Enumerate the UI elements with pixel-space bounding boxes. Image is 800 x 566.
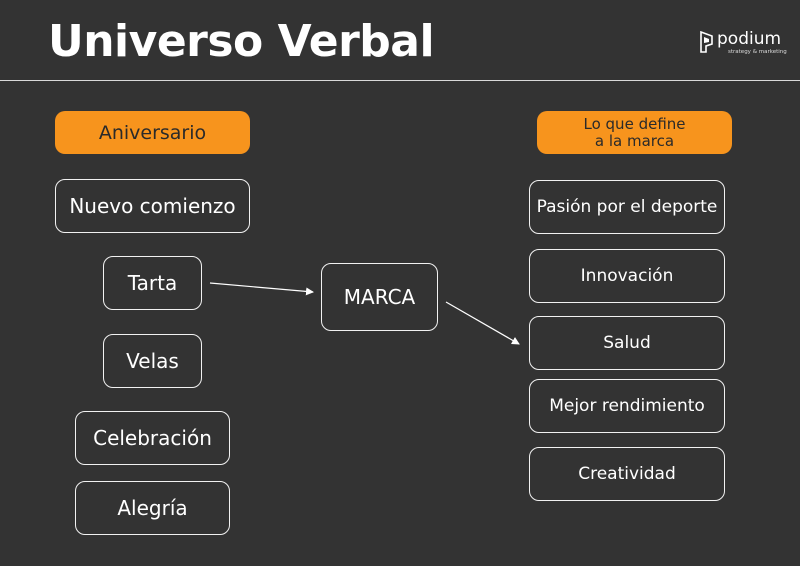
logo-tagline: strategy & marketing <box>728 49 787 55</box>
logo-name: podium <box>717 29 782 49</box>
brand-logo: podium strategy & marketing <box>700 29 787 60</box>
arrow-marca-to-values <box>445 301 520 345</box>
header-divider <box>0 80 800 81</box>
center-node-marca: MARCA <box>321 263 438 331</box>
arrow-tarta-to-marca <box>209 282 314 296</box>
right-heading-line1: Lo que define <box>583 114 686 133</box>
right-item-mejor-rendimiento: Mejor rendimiento <box>529 379 725 433</box>
left-item-velas: Velas <box>103 334 202 388</box>
left-heading-tag: Aniversario <box>55 111 250 154</box>
right-item-innovacion: Innovación <box>529 249 725 303</box>
left-item-nuevo-comienzo: Nuevo comienzo <box>55 179 250 233</box>
right-item-creatividad: Creatividad <box>529 447 725 501</box>
left-item-tarta: Tarta <box>103 256 202 310</box>
right-item-salud: Salud <box>529 316 725 370</box>
podium-logo-icon <box>700 31 713 53</box>
right-heading-tag: Lo que define a la marca <box>537 111 732 154</box>
right-item-pasion-por-el-deporte: Pasión por el deporte <box>529 180 725 234</box>
page-title: Universo Verbal <box>48 16 435 67</box>
right-heading-line2: a la marca <box>594 131 675 150</box>
left-item-alegria: Alegría <box>75 481 230 535</box>
left-item-celebracion: Celebración <box>75 411 230 465</box>
